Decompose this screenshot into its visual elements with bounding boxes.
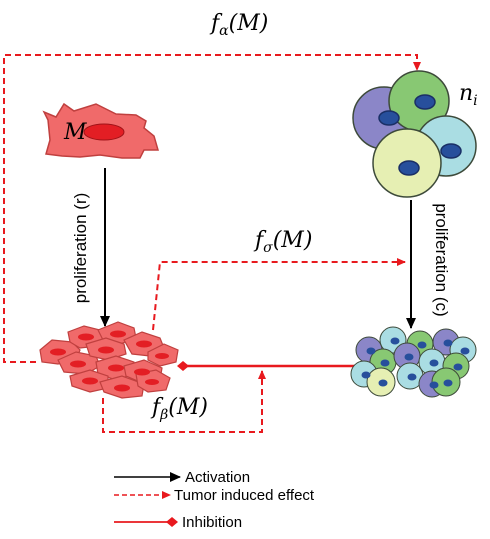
tumor-cluster-nuclei	[50, 330, 169, 392]
proliferation-c-label: proliferation (c)	[432, 203, 451, 316]
f-alpha-effect-path	[3, 54, 421, 363]
f-beta-sub: β	[159, 407, 168, 423]
immune-cluster-nuclei	[361, 337, 470, 389]
legend-tumor-effect-label: Tumor induced effect	[174, 487, 315, 504]
f-sigma-arg: (M)	[273, 228, 313, 253]
immune-cluster	[350, 326, 477, 398]
immune-cells	[352, 70, 477, 198]
f-beta-label: fβ(M)	[150, 395, 208, 423]
legend-inhibition-label: Inhibition	[182, 514, 242, 531]
f-sigma-effect-path	[152, 258, 406, 331]
f-beta-effect-path	[102, 370, 266, 433]
proliferation-r-label: proliferation (r)	[71, 193, 90, 304]
legend-activation-label: Activation	[185, 469, 250, 486]
f-sigma-label: fσ(M)	[253, 228, 312, 256]
tumor-cluster	[39, 321, 179, 399]
f-alpha-label: fα(M)	[209, 11, 268, 39]
n-i-fn: n	[459, 81, 473, 106]
n-i-label: ni	[459, 81, 478, 109]
m-cell-label: M	[63, 120, 87, 145]
tumor-cell	[42, 102, 159, 159]
n-i-sub: i	[473, 93, 477, 109]
f-sigma-sub: σ	[263, 240, 273, 256]
f-alpha-arg: (M)	[229, 11, 269, 36]
tumor-nucleus	[83, 123, 125, 141]
f-alpha-sub: α	[219, 23, 229, 39]
legend: Activation Tumor induced effect Inhibiti…	[114, 469, 315, 531]
f-beta-arg: (M)	[168, 395, 208, 420]
